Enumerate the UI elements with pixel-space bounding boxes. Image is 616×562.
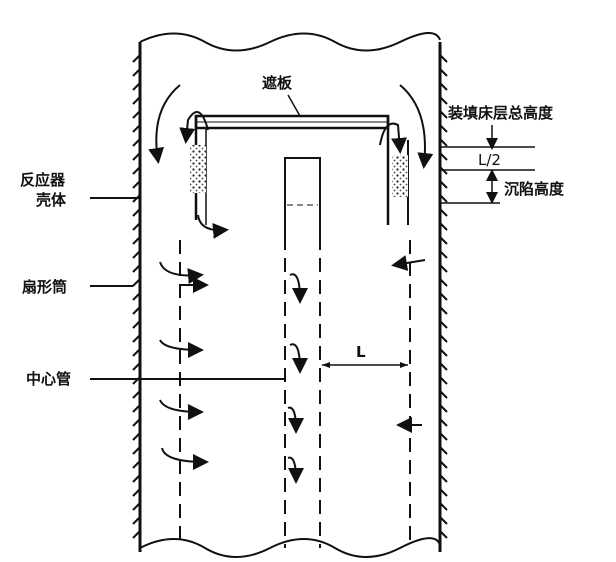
hatch-mark bbox=[439, 390, 448, 399]
hatch-mark bbox=[439, 432, 448, 441]
hatch-mark bbox=[439, 138, 448, 147]
hatch-mark bbox=[132, 292, 141, 301]
hatch-mark bbox=[132, 474, 141, 483]
hatch-mark bbox=[439, 54, 448, 63]
hatch-mark bbox=[439, 446, 448, 455]
hatch-mark bbox=[439, 474, 448, 483]
hatch-mark bbox=[439, 404, 448, 413]
label-total-bed-height: 装填床层总高度 bbox=[447, 104, 554, 122]
hatch-mark bbox=[132, 334, 141, 343]
hatch-mark bbox=[439, 418, 448, 427]
hatch-mark bbox=[132, 460, 141, 469]
label-reactor-shell-2: 壳体 bbox=[35, 191, 67, 209]
label-reactor-shell-1: 反应器 bbox=[20, 171, 66, 189]
hatch-mark bbox=[439, 530, 448, 539]
hatch-mark bbox=[439, 222, 448, 231]
hatch-mark bbox=[132, 320, 141, 329]
hatch-mark bbox=[132, 68, 141, 77]
hatch-mark bbox=[439, 82, 448, 91]
hatch-mark bbox=[439, 152, 448, 161]
hatch-mark bbox=[439, 306, 448, 315]
hatch-mark bbox=[132, 418, 141, 427]
hatch-mark bbox=[439, 320, 448, 329]
hatch-mark bbox=[132, 530, 141, 539]
hatch-mark bbox=[132, 152, 141, 161]
hatch-mark bbox=[439, 278, 448, 287]
hatch-mark bbox=[132, 278, 141, 287]
hatch-mark bbox=[439, 362, 448, 371]
hatch-mark bbox=[132, 236, 141, 245]
hatch-mark bbox=[132, 446, 141, 455]
hatch-mark bbox=[132, 96, 141, 105]
hatch-mark bbox=[439, 292, 448, 301]
hatch-mark bbox=[439, 264, 448, 273]
catalyst-bed-right bbox=[392, 155, 408, 197]
hatch-mark bbox=[439, 348, 448, 357]
hatch-mark bbox=[132, 166, 141, 175]
catalyst-bed-left bbox=[190, 145, 206, 193]
hatch-mark bbox=[132, 432, 141, 441]
hatch-mark bbox=[439, 516, 448, 525]
hatch-mark bbox=[439, 488, 448, 497]
hatch-mark bbox=[439, 376, 448, 385]
hatch-mark bbox=[439, 334, 448, 343]
hatch-mark bbox=[132, 82, 141, 91]
label-distance-l: L bbox=[356, 343, 366, 361]
hatch-mark bbox=[132, 222, 141, 231]
hatch-mark bbox=[439, 110, 448, 119]
hatch-mark bbox=[132, 180, 141, 189]
hatch-mark bbox=[132, 208, 141, 217]
flow-arrows bbox=[148, 84, 434, 484]
hatch-mark bbox=[132, 124, 141, 133]
hatch-mark bbox=[132, 348, 141, 357]
shell-hatching-left bbox=[132, 54, 141, 539]
hatch-mark bbox=[439, 124, 448, 133]
label-half-l: L/2 bbox=[478, 151, 501, 169]
hatch-mark bbox=[132, 110, 141, 119]
baffle-plate bbox=[194, 114, 390, 130]
hatch-mark bbox=[132, 54, 141, 63]
label-center-pipe: 中心管 bbox=[26, 370, 71, 388]
hatch-mark bbox=[439, 236, 448, 245]
hatch-mark bbox=[132, 404, 141, 413]
hatch-mark bbox=[439, 502, 448, 511]
bed-height-dimensions: 装填床层总高度 L/2 沉陷高度 bbox=[440, 104, 565, 204]
label-sector-tube: 扇形筒 bbox=[22, 278, 67, 296]
hatch-mark bbox=[439, 250, 448, 259]
sector-tube-left bbox=[179, 116, 207, 548]
hatch-mark bbox=[439, 96, 448, 105]
component-labels: 遮板 反应器 壳体 扇形筒 中心管 bbox=[20, 74, 301, 388]
hatch-mark bbox=[439, 208, 448, 217]
hatch-mark bbox=[439, 180, 448, 189]
hatch-mark bbox=[132, 516, 141, 525]
center-pipe bbox=[284, 157, 321, 548]
hatch-mark bbox=[132, 306, 141, 315]
hatch-mark bbox=[439, 68, 448, 77]
reactor-shell bbox=[132, 32, 448, 558]
hatch-mark bbox=[439, 194, 448, 203]
hatch-mark bbox=[132, 502, 141, 511]
hatch-mark bbox=[132, 250, 141, 259]
hatch-mark bbox=[132, 362, 141, 371]
label-baffle: 遮板 bbox=[262, 74, 293, 92]
hatch-mark bbox=[132, 488, 141, 497]
hatch-mark bbox=[132, 138, 141, 147]
shell-hatching-right bbox=[439, 54, 448, 539]
hatch-mark bbox=[132, 390, 141, 399]
dimension-l: L bbox=[322, 343, 408, 368]
hatch-mark bbox=[439, 460, 448, 469]
sector-tube-right bbox=[386, 116, 411, 548]
hatch-mark bbox=[132, 264, 141, 273]
label-settling-height: 沉陷高度 bbox=[504, 180, 565, 198]
